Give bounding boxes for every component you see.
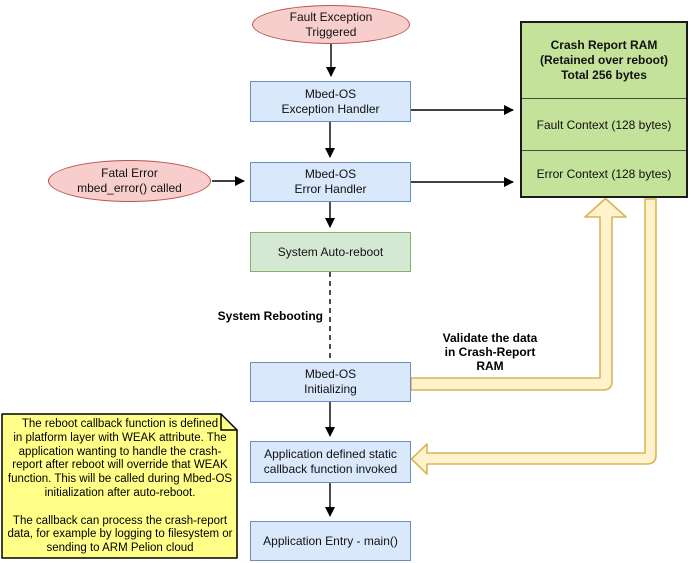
crash-report-ram-box: Crash Report RAM (Retained over reboot) … [520,21,688,198]
node-fatal-error: Fatal Error mbed_error() called [48,160,211,202]
note-shape [1,413,238,559]
ram-row-fault-context: Fault Context (128 bytes) [522,99,686,151]
ram-row-error-context: Error Context (128 bytes) [536,166,672,181]
label-validate-crash-report-ram: Validate the data in Crash-Report RAM [442,331,538,373]
node-fault-exception-triggered: Fault Exception Triggered [252,5,410,44]
label-system-rebooting: System Rebooting [217,309,323,323]
note-text: The reboot callback function is defined … [7,418,233,555]
note-fold-icon [220,414,237,431]
fat-arrow-validate-ram [410,197,627,391]
ram-title: Crash Report RAM (Retained over reboot) … [522,23,686,99]
node-error-handler: Mbed-OS Error Handler [250,162,411,202]
node-application-callback: Application defined static callback func… [250,441,411,483]
node-system-auto-reboot: System Auto-reboot [250,232,411,272]
node-exception-handler: Mbed-OS Exception Handler [250,81,411,122]
node-application-entry-main: Application Entry - main() [250,521,411,561]
fat-arrow-ram-to-callback [410,198,657,475]
node-mbed-os-initializing: Mbed-OS Initializing [250,362,411,402]
